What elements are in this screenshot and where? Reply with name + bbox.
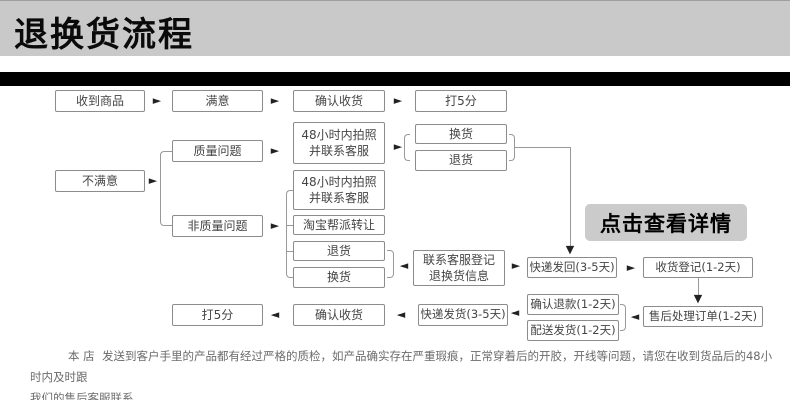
node-photo-contact-2: 48小时内拍照 并联系客服: [293, 170, 385, 210]
node-quality-issue: 质量问题: [172, 140, 263, 162]
arrow-right-icon: [509, 259, 523, 273]
node-register-info: 联系客服登记 退换货信息: [413, 250, 505, 286]
node-exchange-2: 换货: [293, 267, 385, 288]
footer-note: 本 店 发送到客户手里的产品都有经过严格的质检，如产品确实存在严重瑕痕，正常穿着…: [30, 346, 778, 400]
arrow-down-icon: [691, 292, 705, 306]
arrow-right-icon: [391, 140, 405, 154]
arrow-right-icon: [268, 219, 282, 233]
node-receipt-register: 收货登记(1-2天): [643, 257, 753, 278]
arrow-right-icon: [268, 94, 282, 108]
node-taobao-transfer: 淘宝帮派转让: [293, 215, 385, 235]
connector-line: [698, 278, 699, 298]
node-express-back: 快递发回(3-5天): [527, 257, 617, 278]
arrow-right-icon: [146, 174, 160, 188]
node-non-quality-issue: 非质量问题: [172, 215, 263, 237]
node-aftersale-order: 售后处理订单(1-2天): [643, 306, 763, 327]
section-header: 退换货流程: [0, 0, 790, 56]
connector-bracket: [404, 134, 410, 161]
node-exchange: 换货: [415, 124, 507, 144]
connector-line: [515, 147, 570, 148]
divider-bar: [0, 72, 790, 86]
node-confirm-receipt: 确认收货: [293, 90, 385, 112]
node-rate-5-2: 打5分: [172, 304, 263, 326]
node-received-goods: 收到商品: [55, 90, 145, 112]
arrow-left-icon: [628, 310, 642, 324]
view-details-button[interactable]: 点击查看详情: [585, 204, 747, 241]
node-satisfied: 满意: [172, 90, 263, 112]
arrow-left-icon: [397, 259, 411, 273]
arrow-right-icon: [624, 261, 638, 275]
node-confirm-receipt-2: 确认收货: [293, 304, 385, 326]
connector-bracket: [387, 250, 394, 278]
connector-line: [570, 147, 571, 246]
connector-stub: [286, 225, 293, 226]
node-dispatch-ship: 配送发货(1-2天): [527, 320, 619, 341]
arrow-left-icon: [508, 306, 522, 320]
arrow-left-icon: [394, 308, 408, 322]
node-unsatisfied: 不满意: [55, 170, 145, 192]
connector-bracket: [509, 134, 515, 161]
footer-note-line1: 本 店 发送到客户手里的产品都有经过严格的质检，如产品确实存在严重瑕痕，正常穿着…: [30, 349, 773, 384]
connector-bracket: [620, 304, 626, 331]
page-title: 退换货流程: [14, 15, 194, 55]
arrow-right-icon: [268, 144, 282, 158]
arrow-left-icon: [268, 308, 282, 322]
connector-branch: [286, 190, 293, 278]
connector-branch: [160, 151, 172, 226]
connector-stub: [286, 251, 293, 252]
arrow-right-icon: [391, 94, 405, 108]
node-return-2: 退货: [293, 241, 385, 261]
footer-note-line2: 我们的售后客服联系: [30, 391, 134, 400]
node-confirm-refund: 确认退款(1-2天): [527, 294, 619, 315]
node-photo-contact: 48小时内拍照 并联系客服: [293, 122, 385, 164]
node-express-ship: 快递发货(3-5天): [418, 304, 508, 326]
node-return: 退货: [415, 150, 507, 171]
arrow-down-icon: [563, 243, 577, 257]
node-rate-5: 打5分: [415, 90, 507, 112]
arrow-right-icon: [150, 94, 164, 108]
